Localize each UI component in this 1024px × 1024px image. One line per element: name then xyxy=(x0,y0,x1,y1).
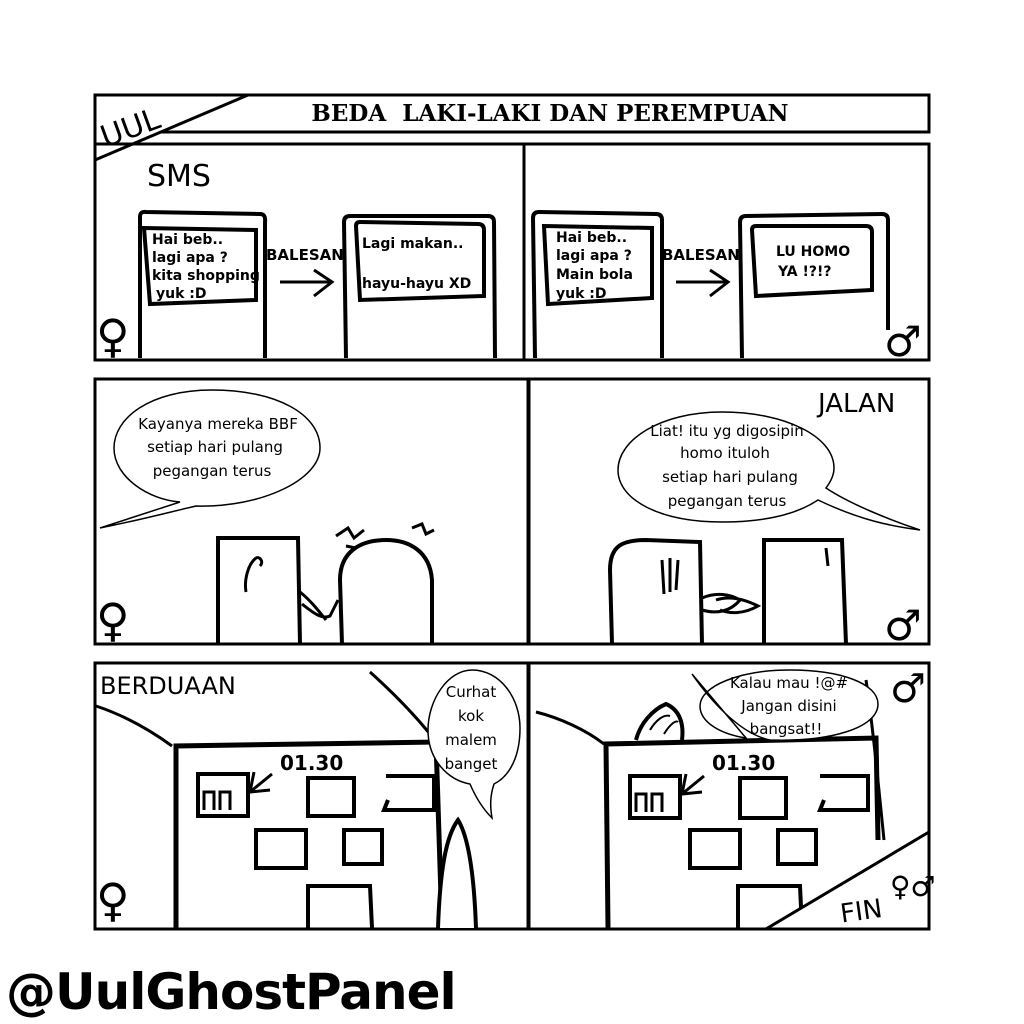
bubble-line: Jangan disini xyxy=(740,697,836,715)
panel-sms-male: Hai beb.. lagi apa ? Main bola yuk :D BA… xyxy=(522,142,931,366)
bubble-line: setiap hari pulang xyxy=(147,438,283,456)
time-label: 01.30 xyxy=(712,751,775,775)
panel-sms-female: SMS Hai beb.. lagi apa ? kita shopping y… xyxy=(93,142,526,363)
message-line: Main bola xyxy=(556,267,633,283)
phone-sent: Hai beb.. lagi apa ? Main bola yuk :D xyxy=(530,209,664,359)
bubble-line: Curhat xyxy=(446,683,497,701)
header: UUL BEDA LAKI-LAKI DAN PEREMPUAN xyxy=(93,93,931,163)
message-line: Hai beb.. xyxy=(152,232,223,248)
speech-bubble: Curhat kok malem banget xyxy=(427,669,521,821)
page-title: BEDA LAKI-LAKI DAN PEREMPUAN xyxy=(311,100,788,127)
fin-gender-icon: ♀♂ xyxy=(890,870,936,903)
bubble-line: homo ituloh xyxy=(680,444,770,462)
bubble-line: pegangan terus xyxy=(668,492,787,510)
message-line: lagi apa ? xyxy=(152,250,228,266)
character-head xyxy=(436,816,478,929)
message-line: YA !?!? xyxy=(777,264,832,280)
bubble-line: Liat! itu yg digosipin xyxy=(650,422,803,440)
panel-alone-male: 01.30 Kalau mau !@# Jangan disini bangsa… xyxy=(527,661,936,931)
time-label: 01.30 xyxy=(280,751,343,775)
message-line: hayu-hayu XD xyxy=(362,276,471,292)
caption-berduaan: BERDUAAN xyxy=(100,672,236,700)
sent-message: Hai beb.. lagi apa ? Main bola yuk :D xyxy=(556,230,633,302)
speech-bubble: Kalau mau !@# Jangan disini bangsat!! xyxy=(691,669,879,741)
male-symbol-icon: ♂ xyxy=(884,317,922,366)
message-line: kita shopping xyxy=(152,268,260,284)
female-symbol-icon: ♀ xyxy=(96,593,130,647)
arrow-label: BALESAN xyxy=(662,246,740,264)
caption-jalan: JALAN xyxy=(816,389,895,419)
phone-reply: LU HOMO YA !?!? xyxy=(737,211,890,359)
caption-sms: SMS xyxy=(147,159,211,194)
credit-watermark: @UulGhostPanel xyxy=(6,963,457,1021)
message-line: yuk :D xyxy=(156,286,207,302)
phone-reply: Lagi makan.. hayu-hayu XD xyxy=(341,214,497,359)
message-line: lagi apa ? xyxy=(556,248,632,264)
bubble-line: setiap hari pulang xyxy=(662,468,798,486)
speech-bubble: Kayanya mereka BBF setiap hari pulang pe… xyxy=(99,389,321,529)
bubble-line: bangsat!! xyxy=(750,720,823,738)
building: 01.30 xyxy=(603,735,881,929)
end-text: FIN xyxy=(838,894,884,930)
bubble-line: banget xyxy=(445,755,498,773)
reply-message: Lagi makan.. hayu-hayu XD xyxy=(362,236,471,292)
message-line: LU HOMO xyxy=(776,244,850,260)
arrow-label: BALESAN xyxy=(266,246,344,264)
panel-alone-female: BERDUAAN 01.30 Curhat kok malem banget xyxy=(93,661,530,931)
panel-walk-female: Kayanya mereka BBF setiap hari pulang pe… xyxy=(93,377,530,647)
male-symbol-icon: ♂ xyxy=(890,666,926,712)
speech-bubble: Liat! itu yg digosipin homo ituloh setia… xyxy=(617,411,921,531)
end-corner: FIN ♀♂ xyxy=(760,829,936,931)
female-symbol-icon: ♀ xyxy=(96,309,130,363)
message-line: yuk :D xyxy=(556,286,607,302)
characters-holding-hands xyxy=(216,522,435,645)
bubble-line: malem xyxy=(445,731,497,749)
phone-sent: Hai beb.. lagi apa ? kita shopping yuk :… xyxy=(138,209,268,358)
characters-holding-hands xyxy=(607,537,848,645)
message-line: Lagi makan.. xyxy=(362,236,463,252)
bubble-line: kok xyxy=(458,707,484,725)
panel-walk-male: JALAN Liat! itu yg digosipin homo ituloh… xyxy=(527,377,931,650)
arrow-icon xyxy=(280,268,335,298)
reply-message: LU HOMO YA !?!? xyxy=(776,244,850,280)
character-head xyxy=(634,701,685,741)
bubble-line: Kalau mau !@# xyxy=(730,674,848,692)
sent-message: Hai beb.. lagi apa ? kita shopping yuk :… xyxy=(152,232,260,302)
arrow-icon xyxy=(676,268,731,298)
bubble-line: pegangan terus xyxy=(153,462,272,480)
building: 01.30 xyxy=(173,739,445,929)
female-symbol-icon: ♀ xyxy=(96,873,130,927)
message-line: Hai beb.. xyxy=(556,230,627,246)
bubble-line: Kayanya mereka BBF xyxy=(138,415,298,433)
male-symbol-icon: ♂ xyxy=(884,601,922,650)
